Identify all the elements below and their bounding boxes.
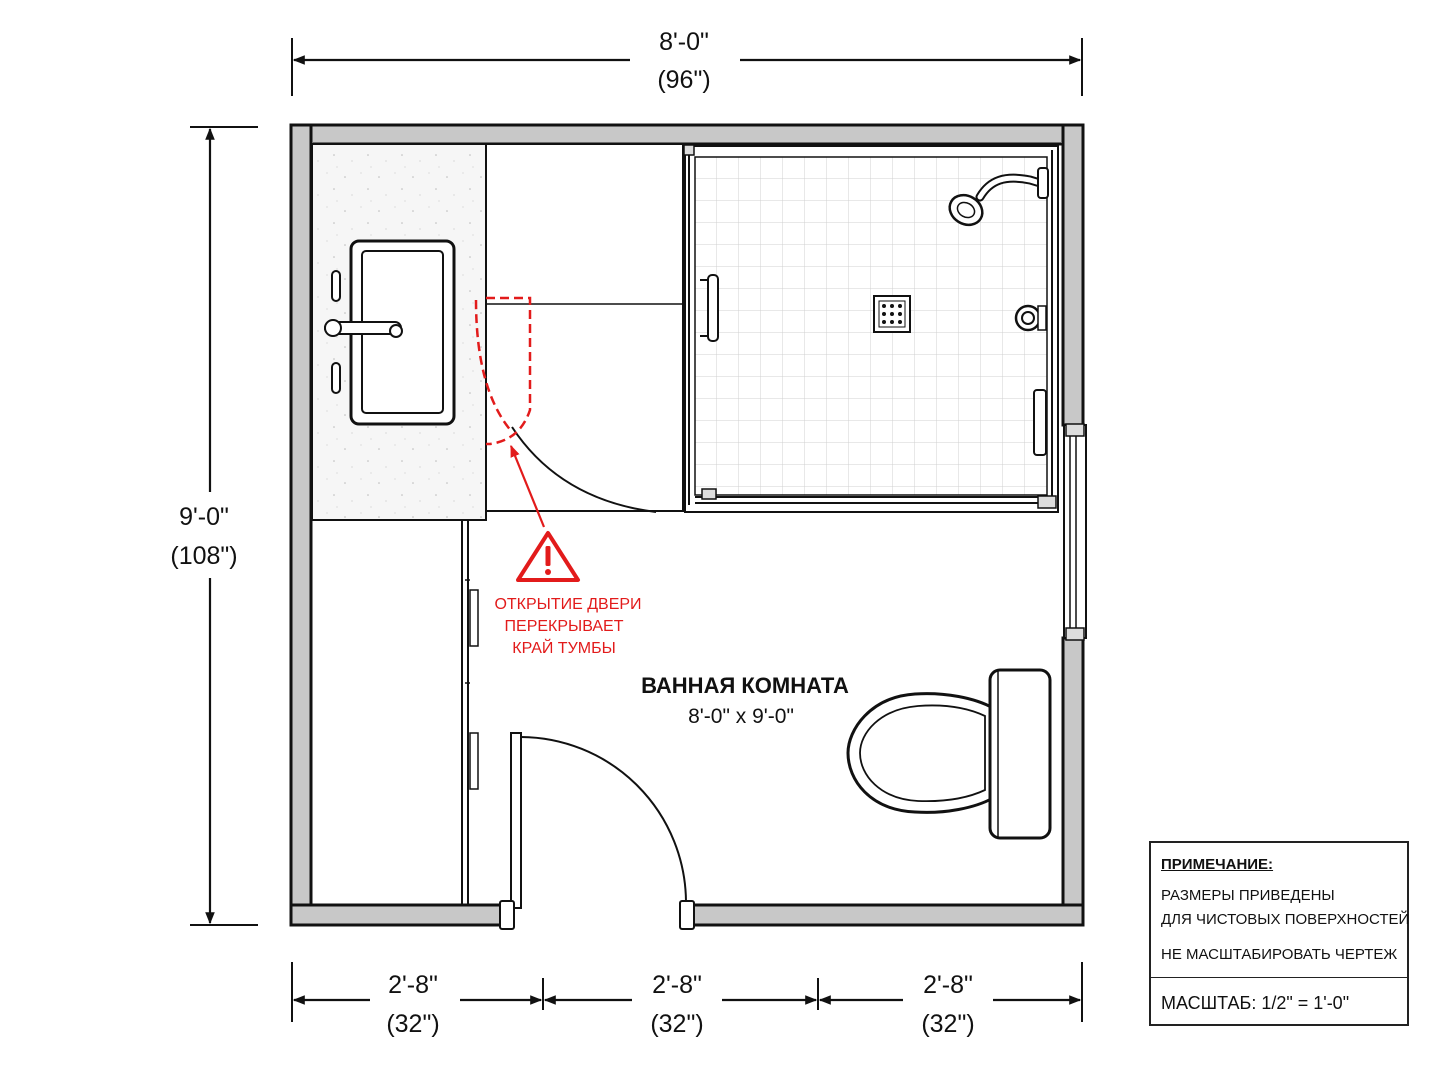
bottom-dim-2-feet: 2'-8" xyxy=(652,971,702,999)
shower-head-icon xyxy=(948,167,1049,227)
faucet-icon xyxy=(324,270,403,394)
vanity-cabinet xyxy=(461,520,479,905)
bottom-dim-1-inches: (32") xyxy=(386,1010,439,1038)
bottom-dim-2-inches: (32") xyxy=(650,1010,703,1038)
entry-door xyxy=(499,732,695,930)
shower-valve-icon xyxy=(1014,304,1047,332)
left-dimension-inches: (108") xyxy=(170,542,237,570)
top-dimension: 8'-0" (96") xyxy=(291,28,1083,98)
warning-line-2: ПЕРЕКРЫВАЕТ xyxy=(505,618,624,635)
notes-divider xyxy=(1151,977,1407,978)
bottom-dim-3-inches: (32") xyxy=(921,1010,974,1038)
door-swing-icon xyxy=(474,296,657,513)
room-size: 8'-0" x 9'-0" xyxy=(688,705,794,728)
room-title: ВАННАЯ КОМНАТА xyxy=(641,673,849,698)
toilet-icon xyxy=(846,668,1052,840)
warning-callout: ОТКРЫТИЕ ДВЕРИ ПЕРЕКРЫВАЕТ КРАЙ ТУМБЫ xyxy=(494,444,642,657)
notes-box: ПРИМЕЧАНИЕ: РАЗМЕРЫ ПРИВЕДЕНЫ ДЛЯ ЧИСТОВ… xyxy=(1149,841,1409,1026)
top-dimension-feet: 8'-0" xyxy=(659,28,709,56)
bottom-dim-1-feet: 2'-8" xyxy=(388,971,438,999)
bottom-dimensions: 2'-8" (32") 2'-8" (32") 2'-8" (32") xyxy=(291,962,1083,1038)
warning-line-3: КРАЙ ТУМБЫ xyxy=(512,638,615,657)
notes-line-1: РАЗМЕРЫ ПРИВЕДЕНЫ xyxy=(1161,887,1335,904)
left-dimension-feet: 9'-0" xyxy=(179,503,229,531)
shower xyxy=(683,144,1059,513)
floor-drain-icon xyxy=(873,295,911,333)
notes-line-2: ДЛЯ ЧИСТОВЫХ ПОВЕРХНОСТЕЙ xyxy=(1161,911,1410,928)
top-dimension-inches: (96") xyxy=(657,66,710,94)
window xyxy=(1063,423,1087,641)
bottom-dim-3-feet: 2'-8" xyxy=(923,971,973,999)
scale-label: МАСШТАБ: 1/2" = 1'-0" xyxy=(1161,993,1350,1013)
warning-triangle-icon xyxy=(516,531,580,582)
notes-heading: ПРИМЕЧАНИЕ: xyxy=(1161,856,1274,873)
left-dimension: 9'-0" (108") xyxy=(150,126,260,926)
warning-line-1: ОТКРЫТИЕ ДВЕРИ xyxy=(494,596,641,613)
notes-line-3: НЕ МАСШТАБИРОВАТЬ ЧЕРТЕЖ xyxy=(1161,946,1398,963)
